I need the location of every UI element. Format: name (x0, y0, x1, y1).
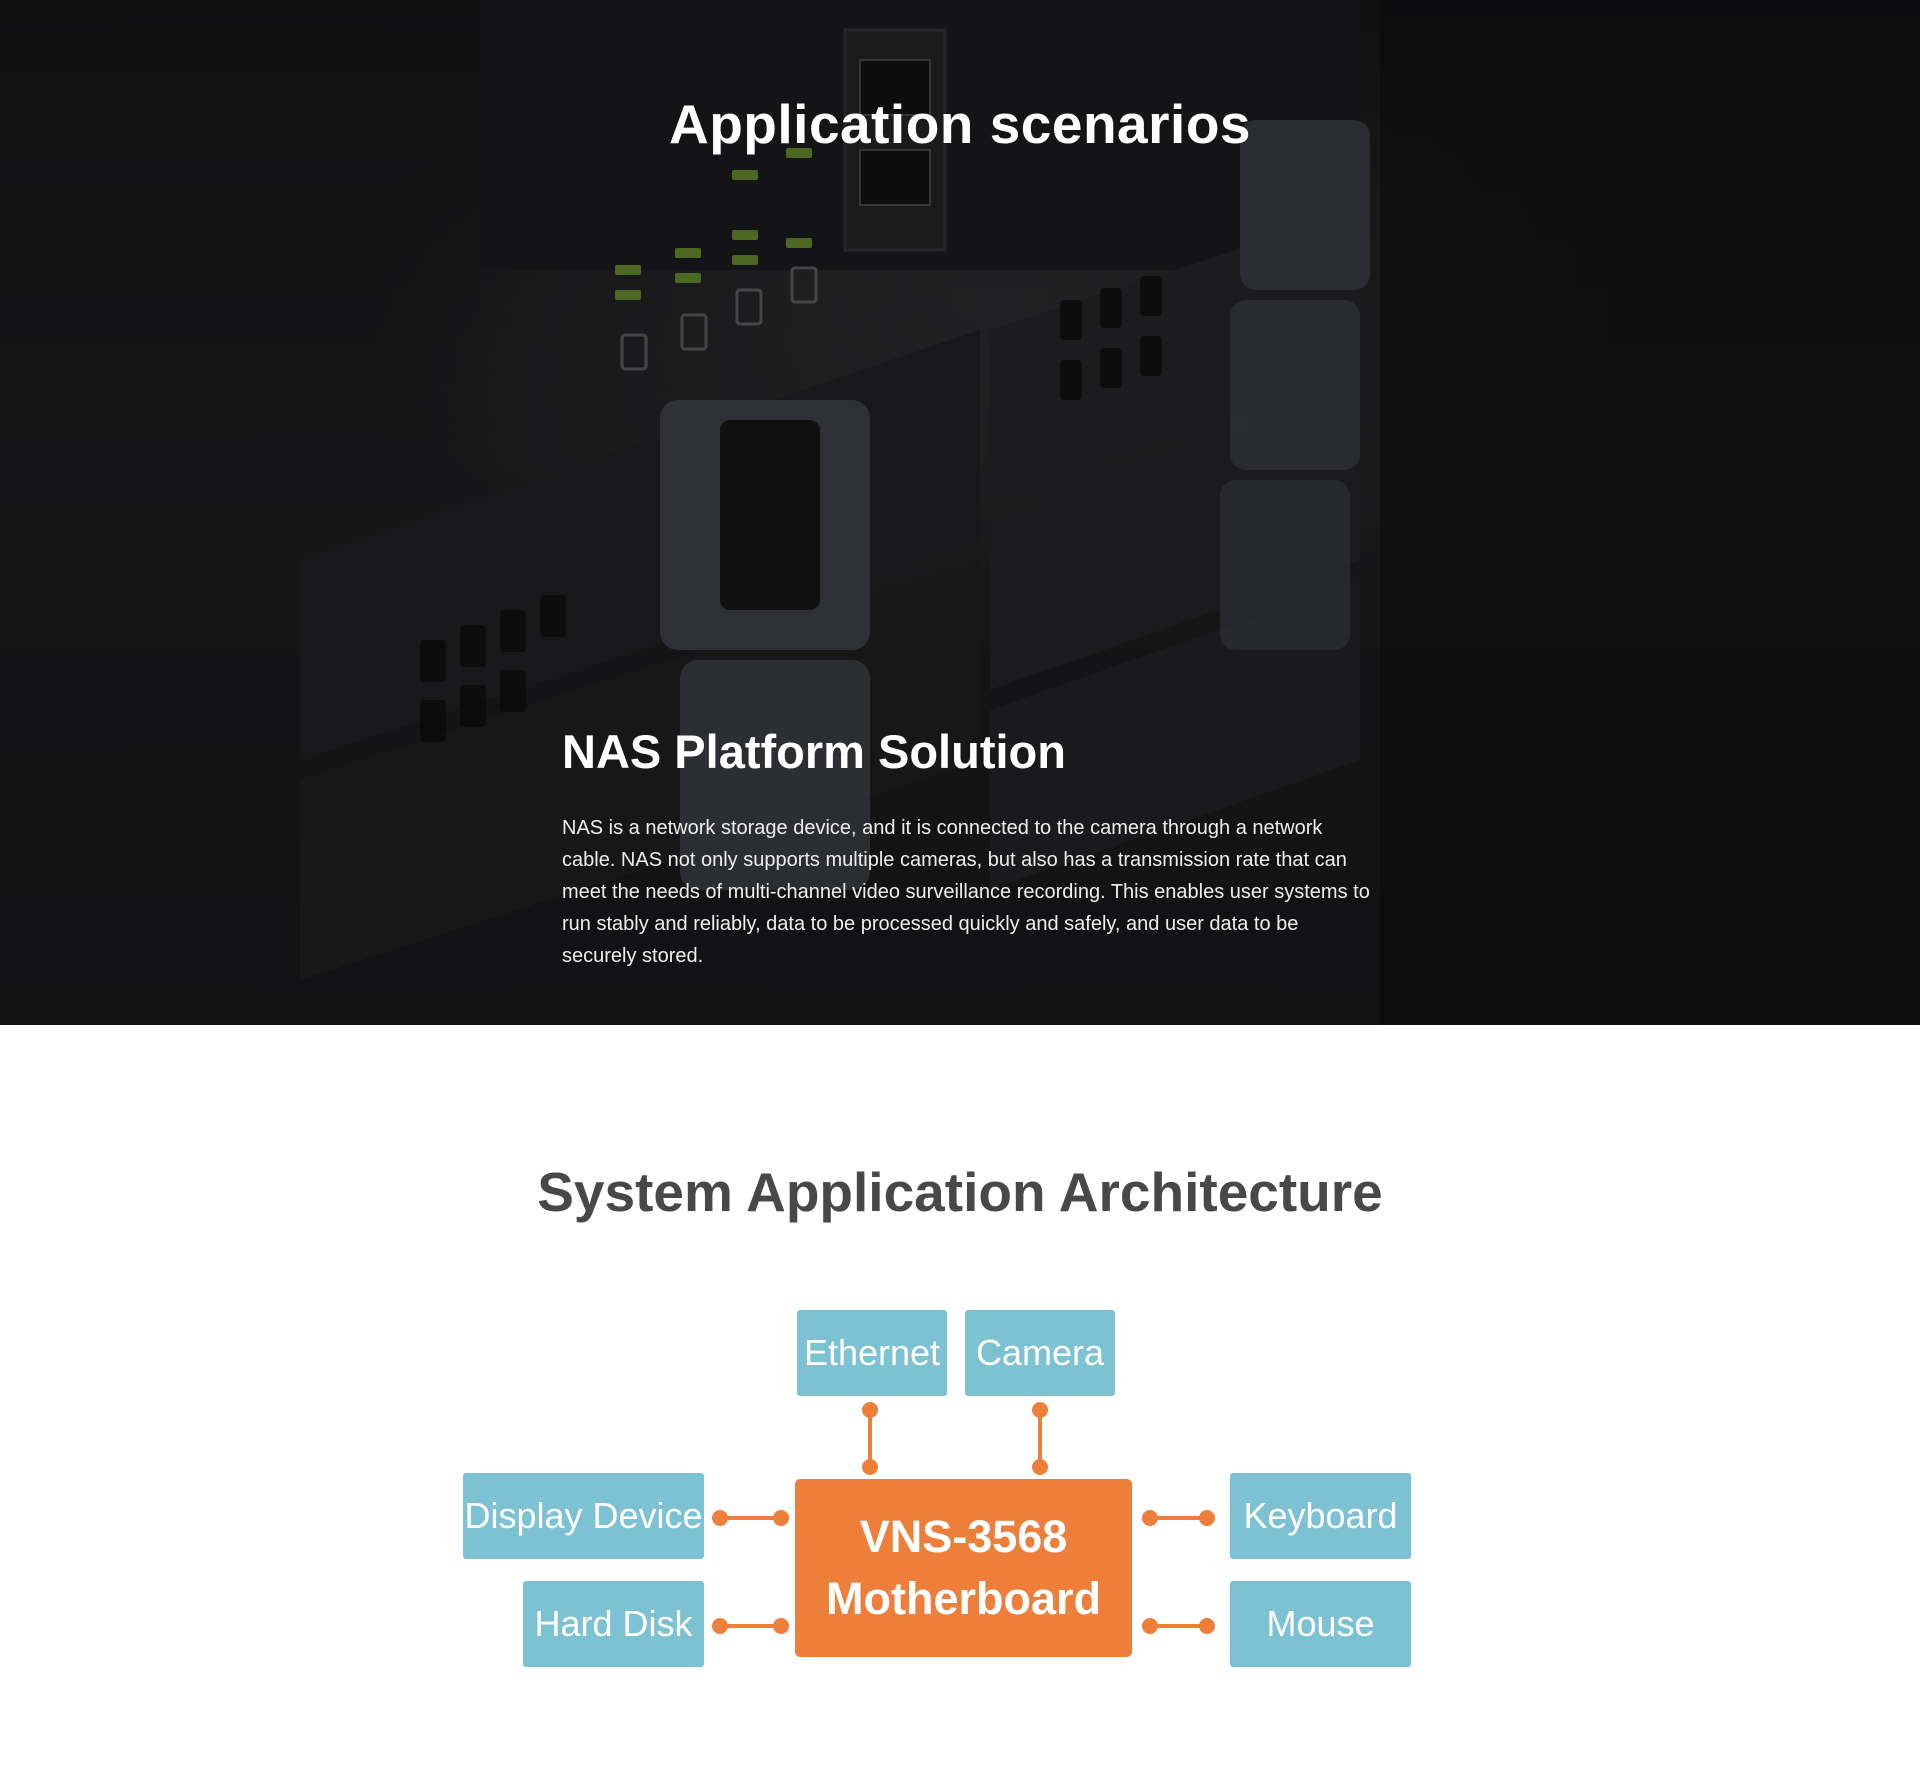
node-keyboard: Keyboard (1230, 1473, 1411, 1559)
node-hard-disk: Hard Disk (523, 1581, 704, 1667)
section-description: NAS is a network storage device, and it … (562, 817, 1370, 967)
node-ethernet: Ethernet (797, 1310, 947, 1396)
motherboard-box: VNS-3568 Motherboard (795, 1479, 1132, 1657)
section-title: NAS Platform Solution (562, 725, 1066, 778)
hero-banner: Application scenarios NAS Platform Solut… (0, 0, 1920, 1025)
page-title: Application scenarios (668, 93, 1252, 155)
node-display-device: Display Device (463, 1473, 704, 1559)
motherboard-model: VNS-3568 (859, 1511, 1068, 1562)
architecture-title: System Application Architecture (537, 1161, 1383, 1223)
node-camera: Camera (965, 1310, 1115, 1396)
node-mouse: Mouse (1230, 1581, 1411, 1667)
motherboard-label: Motherboard (826, 1573, 1101, 1624)
server-rack-background (0, 0, 1920, 1025)
